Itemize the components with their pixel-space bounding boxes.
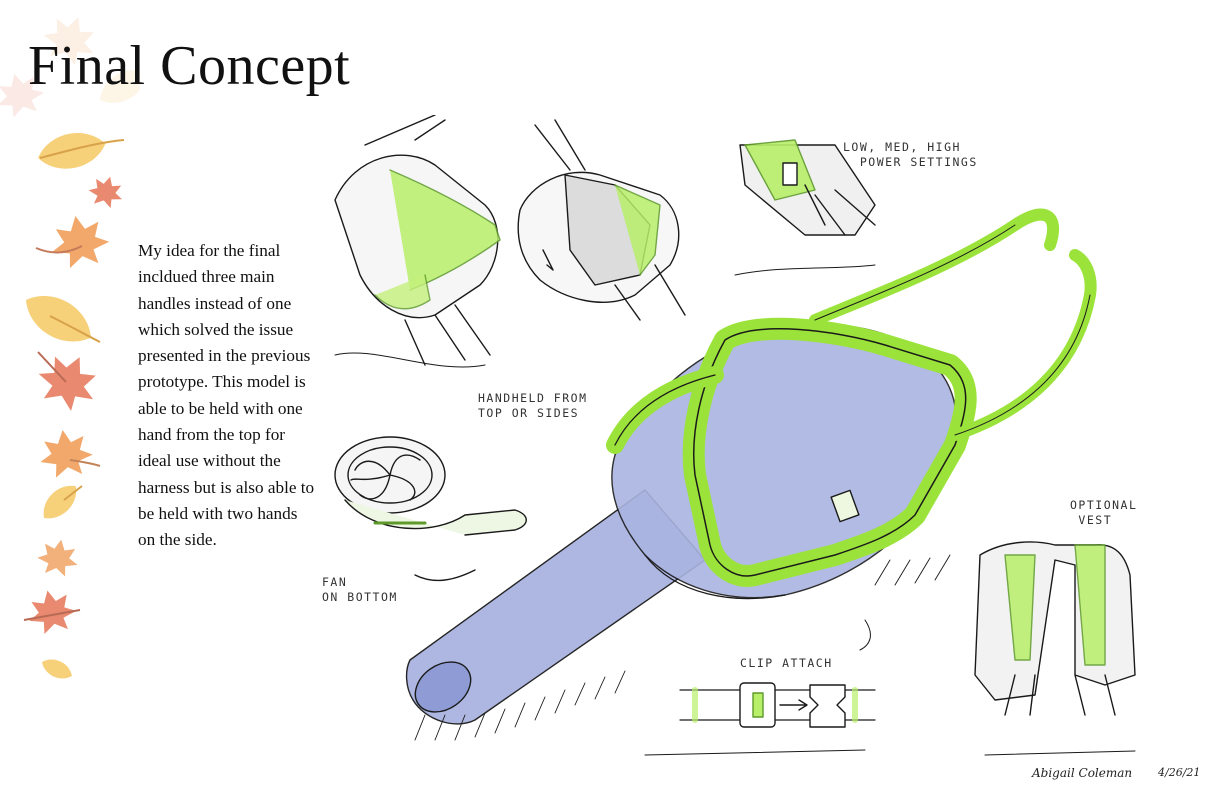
leaf-icon	[34, 126, 125, 175]
handheld-label: HANDHELD FROM TOP OR SIDES	[478, 391, 588, 420]
main-device-sketch	[405, 208, 1097, 741]
handle-sketch-top-middle	[517, 119, 686, 321]
maple-leaf-icon	[85, 172, 127, 211]
fan-bottom-sketch	[334, 436, 527, 582]
optional-vest-label: OPTIONAL VEST	[1070, 498, 1138, 527]
page-title: Final Concept	[28, 35, 351, 97]
leaf-icon	[35, 211, 113, 271]
optional-vest-sketch	[974, 541, 1136, 756]
signature-date: 4/26/21	[1158, 766, 1201, 779]
clip-attach-label: CLIP ATTACH	[740, 656, 833, 670]
autumn-leaves-decoration	[0, 8, 140, 684]
maple-leaf-icon	[36, 426, 101, 480]
power-settings-sketch	[734, 139, 876, 276]
leaf-icon	[16, 283, 101, 354]
maple-leaf-icon	[23, 585, 81, 637]
concept-sketch-illustration	[334, 115, 1136, 756]
concept-description: My idea for the final incldued three mai…	[138, 241, 315, 550]
fan-label: FAN ON BOTTOM	[322, 575, 398, 604]
power-settings-label: LOW, MED, HIGH POWER SETTINGS	[843, 140, 978, 169]
leaf-icon	[38, 654, 76, 684]
hand-sketch-top-left	[334, 115, 501, 368]
clip-attach-sketch	[644, 682, 876, 756]
signature-name: Abigail Coleman	[1032, 766, 1133, 780]
maple-leaf-icon	[30, 344, 107, 418]
leaf-icon	[36, 478, 84, 526]
maple-leaf-icon	[34, 536, 82, 579]
